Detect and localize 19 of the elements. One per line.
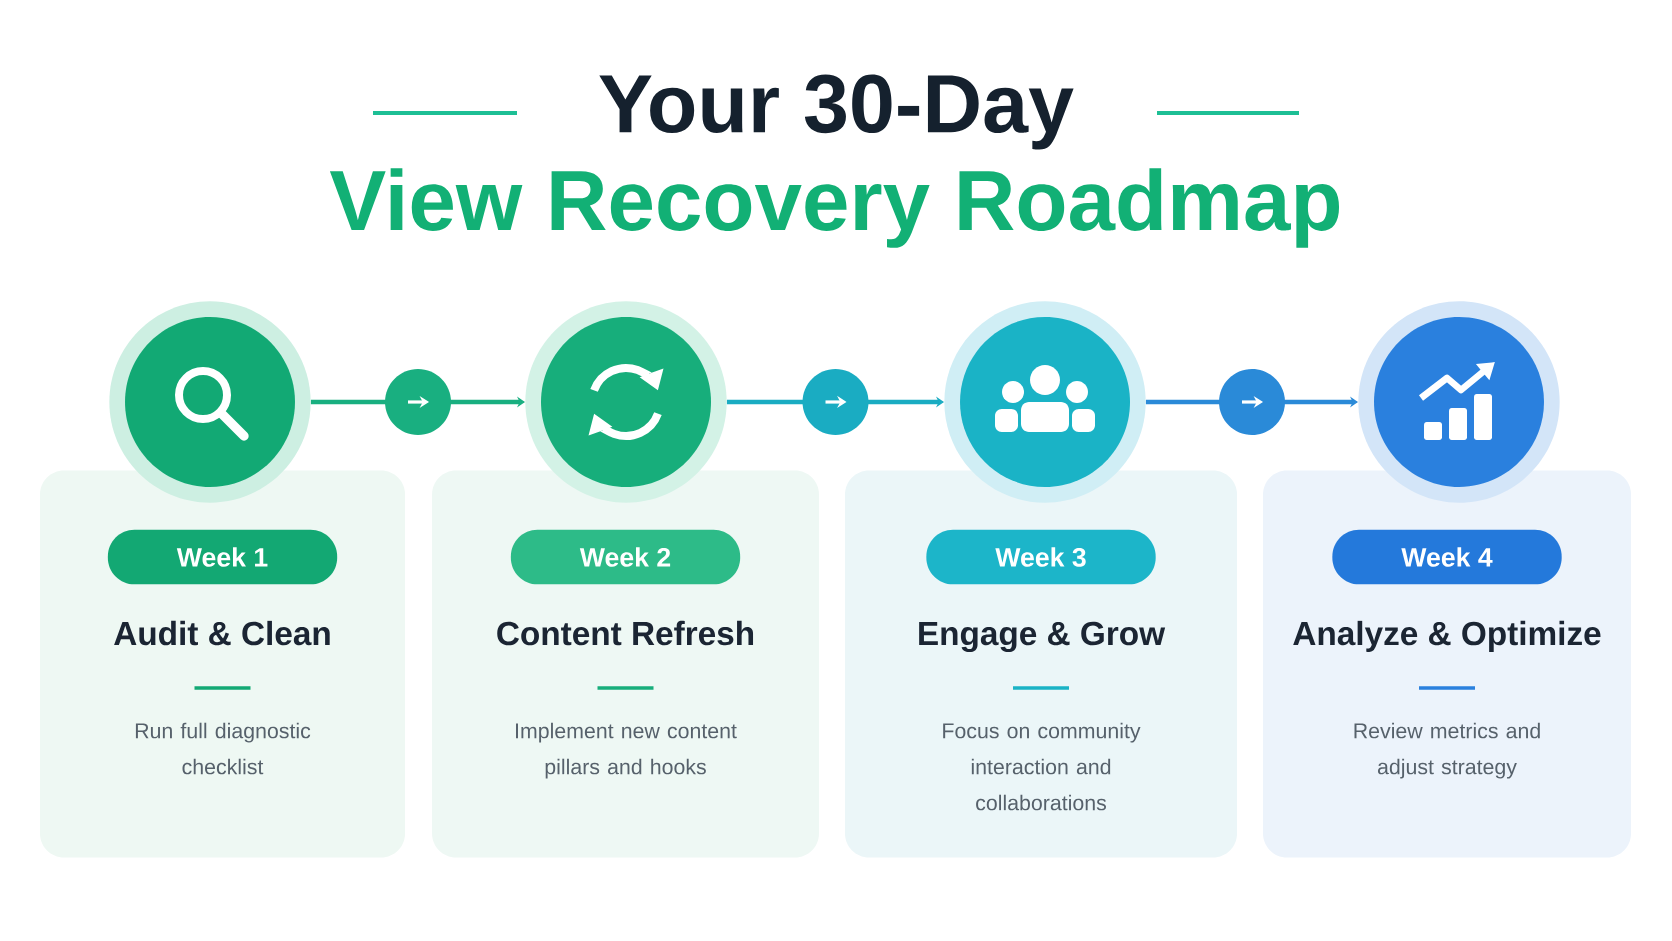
week-badge: Week 4 — [1332, 529, 1562, 585]
title: View Recovery Roadmap — [329, 168, 1340, 248]
step-card — [845, 470, 1237, 858]
week-badge: Week 2 — [510, 529, 741, 585]
step-circle — [109, 301, 311, 503]
step-description: Focus on community interaction and collaborations — [943, 722, 1141, 811]
step-heading: Audit & Clean — [114, 620, 330, 646]
step-heading: Engage & Grow — [919, 621, 1166, 653]
title: Your 30-Day — [599, 74, 1074, 150]
week-badge: Week 3 — [926, 529, 1156, 585]
step-circle — [525, 301, 727, 503]
step-circle — [1358, 301, 1560, 503]
step-description: Run full diagnostic checklist — [135, 722, 311, 775]
step-description: Implement new content pillars and hooks — [516, 722, 737, 779]
step-heading: Analyze & Optimize — [1293, 620, 1601, 652]
step-heading: Content Refresh — [497, 620, 754, 646]
step-description: Review metrics and adjust strategy — [1354, 722, 1540, 779]
week-badge: Week 1 — [107, 529, 338, 585]
step-card — [432, 470, 819, 858]
